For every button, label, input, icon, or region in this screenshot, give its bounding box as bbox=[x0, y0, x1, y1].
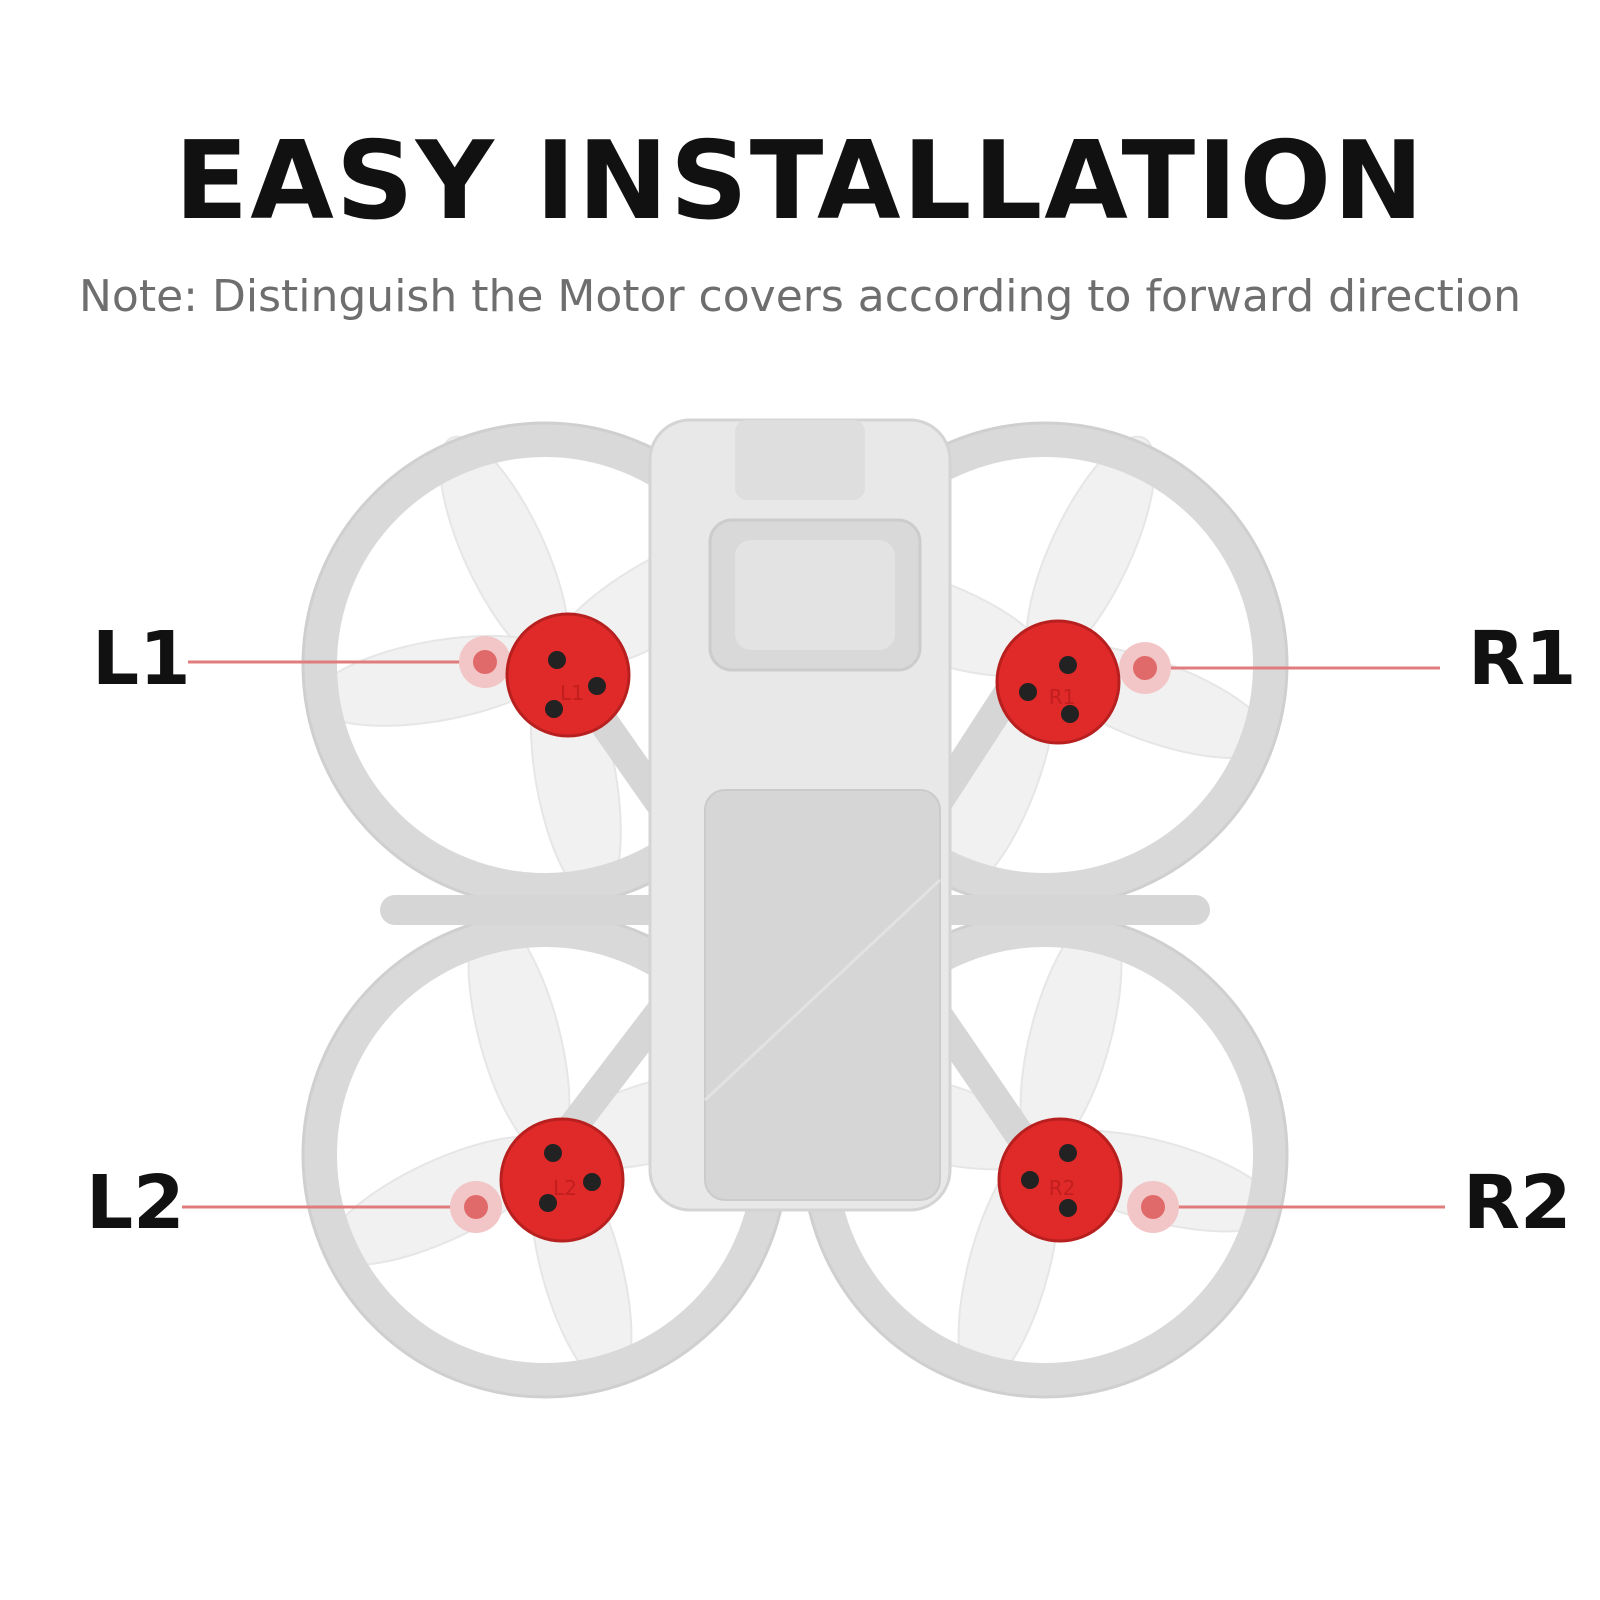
label-l1: L1 bbox=[92, 616, 191, 702]
motor-cover-mark: R2 bbox=[1049, 1176, 1076, 1200]
label-r1: R1 bbox=[1468, 616, 1577, 702]
drone-body bbox=[648, 418, 952, 1212]
motor-cover-l2: L2 bbox=[499, 1117, 625, 1243]
motor-cover-r2: R2 bbox=[997, 1117, 1123, 1243]
motor-cover-r1: R1 bbox=[995, 619, 1121, 745]
label-r2: R2 bbox=[1463, 1160, 1572, 1246]
page-title: EASY INSTALLATION bbox=[174, 119, 1426, 244]
motor-cover-mark: L1 bbox=[560, 681, 584, 705]
pointer-dots bbox=[450, 636, 1179, 1233]
label-l2: L2 bbox=[86, 1160, 185, 1246]
motor-cover-mark: L2 bbox=[553, 1176, 577, 1200]
pointer-lines bbox=[182, 660, 1445, 1209]
installation-note: Note: Distinguish the Motor covers accor… bbox=[79, 271, 1521, 322]
motor-cover-l1: L1 bbox=[505, 612, 631, 738]
motor-cover-mark: R1 bbox=[1049, 685, 1076, 709]
